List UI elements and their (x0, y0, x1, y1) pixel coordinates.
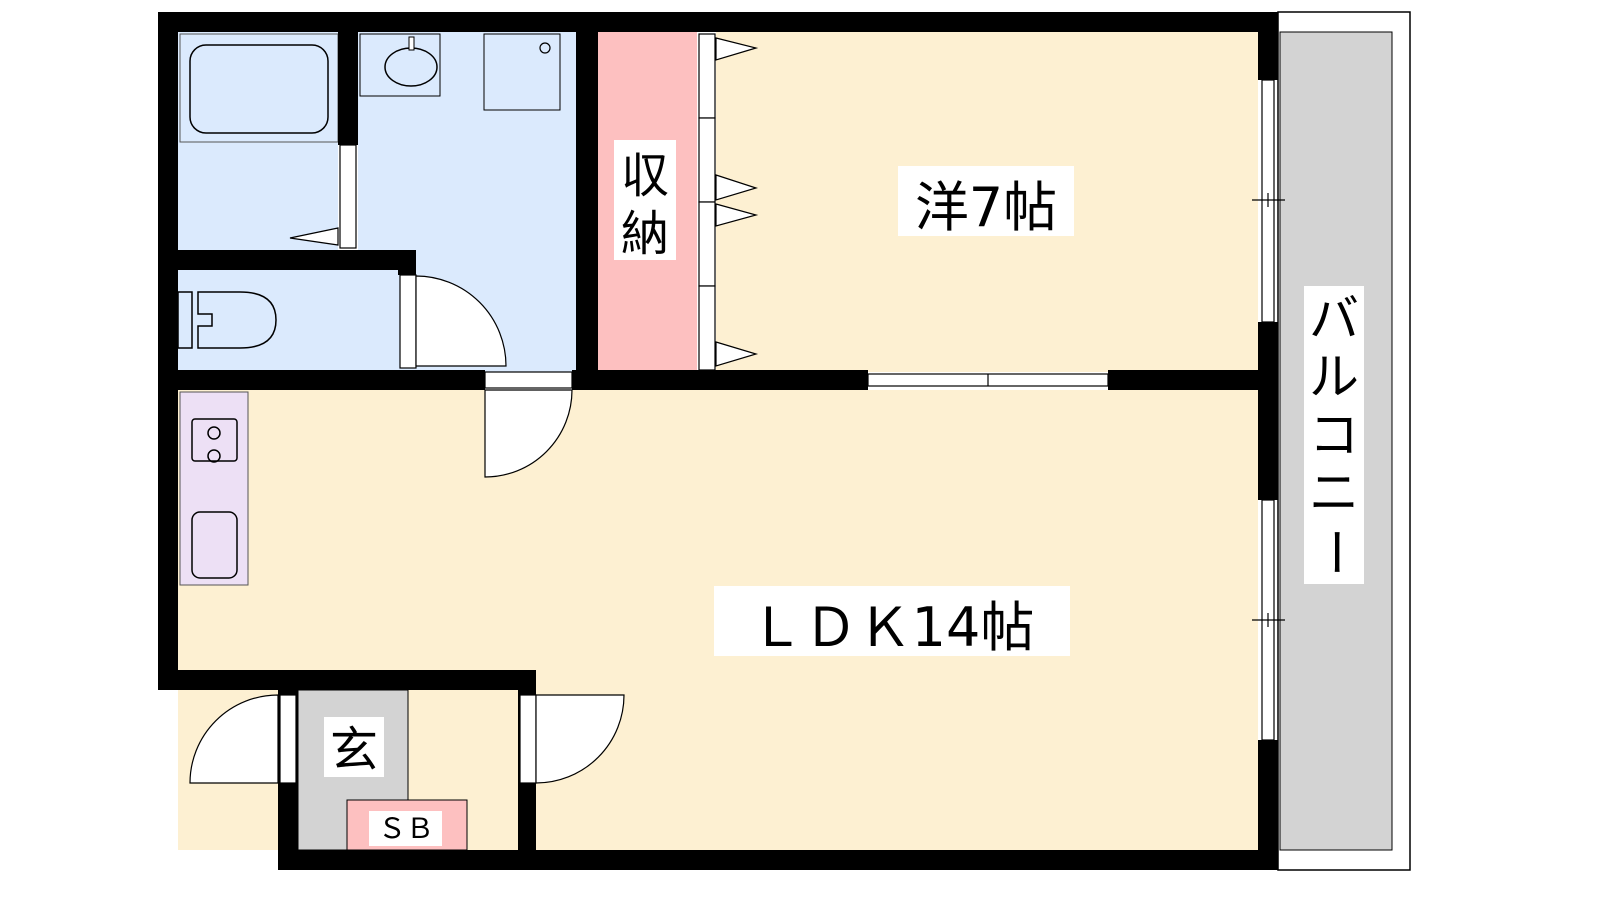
stove-icon (191, 418, 238, 462)
kitchen-sink-icon (191, 511, 238, 579)
washroom-door (484, 371, 573, 389)
bath-door (339, 144, 357, 249)
entrance-label: 玄 (330, 722, 378, 778)
kitchen-counter (179, 391, 249, 586)
balcony-label-2: ル (1309, 348, 1359, 406)
washing-machine-space (483, 33, 561, 111)
closet-door (698, 117, 716, 203)
ldk-label: ＬＤＫ14帖 (750, 596, 1035, 659)
burner-icon (207, 449, 221, 463)
front-door-swing (189, 694, 279, 784)
western-room-label: 洋7帖 (915, 176, 1057, 239)
balcony-label-4: ニ (1309, 464, 1359, 522)
hall-door-swing (535, 694, 625, 784)
window-marks (987, 193, 1285, 627)
bath-door-swing (289, 227, 339, 246)
front-door (279, 694, 297, 784)
balcony-label-5: ー (1306, 527, 1364, 577)
walls (158, 12, 1278, 870)
balcony-label-1: バ (1309, 290, 1359, 348)
closet-door (698, 201, 716, 287)
balcony-label-3: コ (1309, 406, 1359, 464)
bathtub-icon (189, 44, 329, 134)
closet-door (698, 33, 716, 119)
shoe-box-label: ＳＢ (378, 812, 434, 845)
bathtub-area (179, 33, 339, 143)
storage-label-2: 納 (621, 206, 669, 262)
toilet-room (178, 270, 418, 370)
faucet-icon (408, 36, 415, 51)
hall-door (519, 694, 537, 784)
storage-label-1: 収 (621, 148, 669, 204)
washroom-door-swing (484, 389, 573, 478)
drain-icon (539, 42, 551, 54)
openings (189, 33, 1275, 784)
toilet-door-swing (415, 275, 507, 367)
closet-door (698, 285, 716, 371)
toilet-door (399, 274, 417, 369)
burner-icon (207, 426, 221, 440)
sink-counter (359, 33, 441, 97)
